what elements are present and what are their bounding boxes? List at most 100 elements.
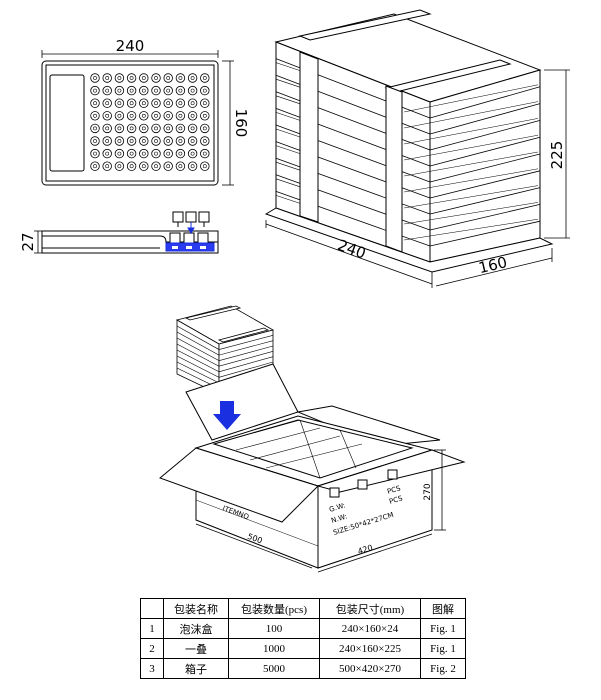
tray-well: [114, 98, 125, 108]
tray-well: [139, 85, 149, 96]
stack-isometric: [264, 9, 554, 273]
tray-well: [163, 136, 173, 146]
tray-well: [187, 123, 198, 134]
tray-well: [126, 161, 137, 171]
tray-well: [102, 136, 112, 146]
tray-well: [139, 136, 149, 146]
stack-height-dimension: [544, 69, 570, 239]
tray-well: [126, 98, 137, 108]
table-row: 2 一叠 1000 240×160×225 Fig. 1: [140, 638, 466, 659]
tray-well: [175, 85, 186, 96]
tray-well: [187, 161, 198, 171]
tray-well: [90, 148, 100, 159]
open-box: [159, 363, 466, 569]
tray-well: [90, 123, 100, 134]
box-height-dimension: [434, 449, 446, 531]
tray-well: [102, 161, 112, 171]
stack-width-dimension: [265, 220, 433, 288]
row-qty: 5000: [228, 658, 320, 679]
tray-well: [175, 123, 186, 134]
table-row: 1 泡沫盒 100 240×160×24 Fig. 1: [140, 618, 466, 639]
tray-well: [175, 148, 186, 159]
tray-well: [163, 123, 173, 134]
tray-width-dimension: [41, 50, 219, 58]
tray-well: [187, 98, 198, 108]
tray-well: [151, 148, 161, 159]
header-package-qty: 包装数量(pcs): [228, 598, 320, 619]
row-qty: 100: [228, 618, 320, 639]
tray-well: [175, 136, 186, 146]
tray-well: [114, 161, 125, 171]
tray-well: [139, 123, 149, 134]
tray-well: [163, 85, 173, 96]
stack-height-label: 225: [548, 141, 566, 170]
tray-well: [187, 85, 198, 96]
tray-well: [187, 73, 198, 83]
tray-well: [151, 73, 161, 83]
tray-well: [139, 111, 149, 121]
tray-well: [139, 161, 149, 171]
tray-height-dimension: [222, 60, 234, 186]
header-figure: 图解: [420, 598, 466, 619]
tray-well: [90, 161, 100, 171]
tray-well: [126, 73, 137, 83]
box-length-dimension: [195, 523, 313, 569]
tray-well: [90, 111, 100, 121]
tray-well: [151, 98, 161, 108]
tray-well: [102, 111, 112, 121]
tray-well: [114, 123, 125, 134]
tray-well: [151, 85, 161, 96]
tray-width-label: 240: [116, 37, 145, 55]
tray-well: [102, 123, 112, 134]
table-header-row: 包装名称 包装数量(pcs) 包装尺寸(mm) 图解: [140, 598, 466, 619]
packaging-drawing: 240 160 27: [19, 9, 570, 573]
tray-well: [139, 148, 149, 159]
tray-well: [114, 85, 125, 96]
tray-well: [163, 161, 173, 171]
packaging-spec-table: 包装名称 包装数量(pcs) 包装尺寸(mm) 图解 1 泡沫盒 100 240…: [140, 598, 466, 679]
tray-well: [114, 148, 125, 159]
tray-well: [151, 161, 161, 171]
box-height-label: 270: [423, 483, 433, 500]
box-side-mark-2: PCS: [388, 494, 404, 506]
stack-depth-dimension: [435, 248, 553, 287]
row-size: 240×160×225: [319, 638, 421, 659]
header-package-size: 包装尺寸(mm): [319, 598, 421, 619]
tray-well: [163, 111, 173, 121]
row-figure: Fig. 1: [420, 618, 466, 639]
header-package-name: 包装名称: [163, 598, 229, 619]
tray-well: [126, 136, 137, 146]
tray-well: [126, 123, 137, 134]
tray-well: [175, 98, 186, 108]
tray-well: [90, 136, 100, 146]
tray-side-view: [41, 211, 219, 254]
tray-well: [187, 111, 198, 121]
tray-well: [200, 73, 210, 83]
tray-well: [126, 111, 137, 121]
tray-well: [163, 98, 173, 108]
tray-well: [175, 73, 186, 83]
tray-well: [200, 123, 210, 134]
row-index: 1: [140, 618, 164, 639]
insert-arrow-icon: [213, 401, 241, 430]
tray-well: [175, 111, 186, 121]
tray-well: [126, 85, 137, 96]
tray-well: [90, 85, 100, 96]
tray-well: [200, 148, 210, 159]
row-figure: Fig. 1: [420, 638, 466, 659]
tray-well: [200, 161, 210, 171]
tray-well: [114, 111, 125, 121]
row-figure: Fig. 2: [420, 658, 466, 679]
tray-depth-dimension: [34, 230, 42, 254]
row-index: 3: [140, 658, 164, 679]
stack-depth-label: 160: [477, 253, 509, 277]
row-name: 泡沫盒: [163, 618, 229, 639]
row-size: 240×160×24: [319, 618, 421, 639]
tray-well: [114, 136, 125, 146]
tray-well: [102, 148, 112, 159]
tray-well: [200, 136, 210, 146]
tray-well-grid: [90, 73, 210, 171]
tray-well: [102, 98, 112, 108]
tray-well: [151, 123, 161, 134]
tray-top-view: [41, 60, 219, 186]
